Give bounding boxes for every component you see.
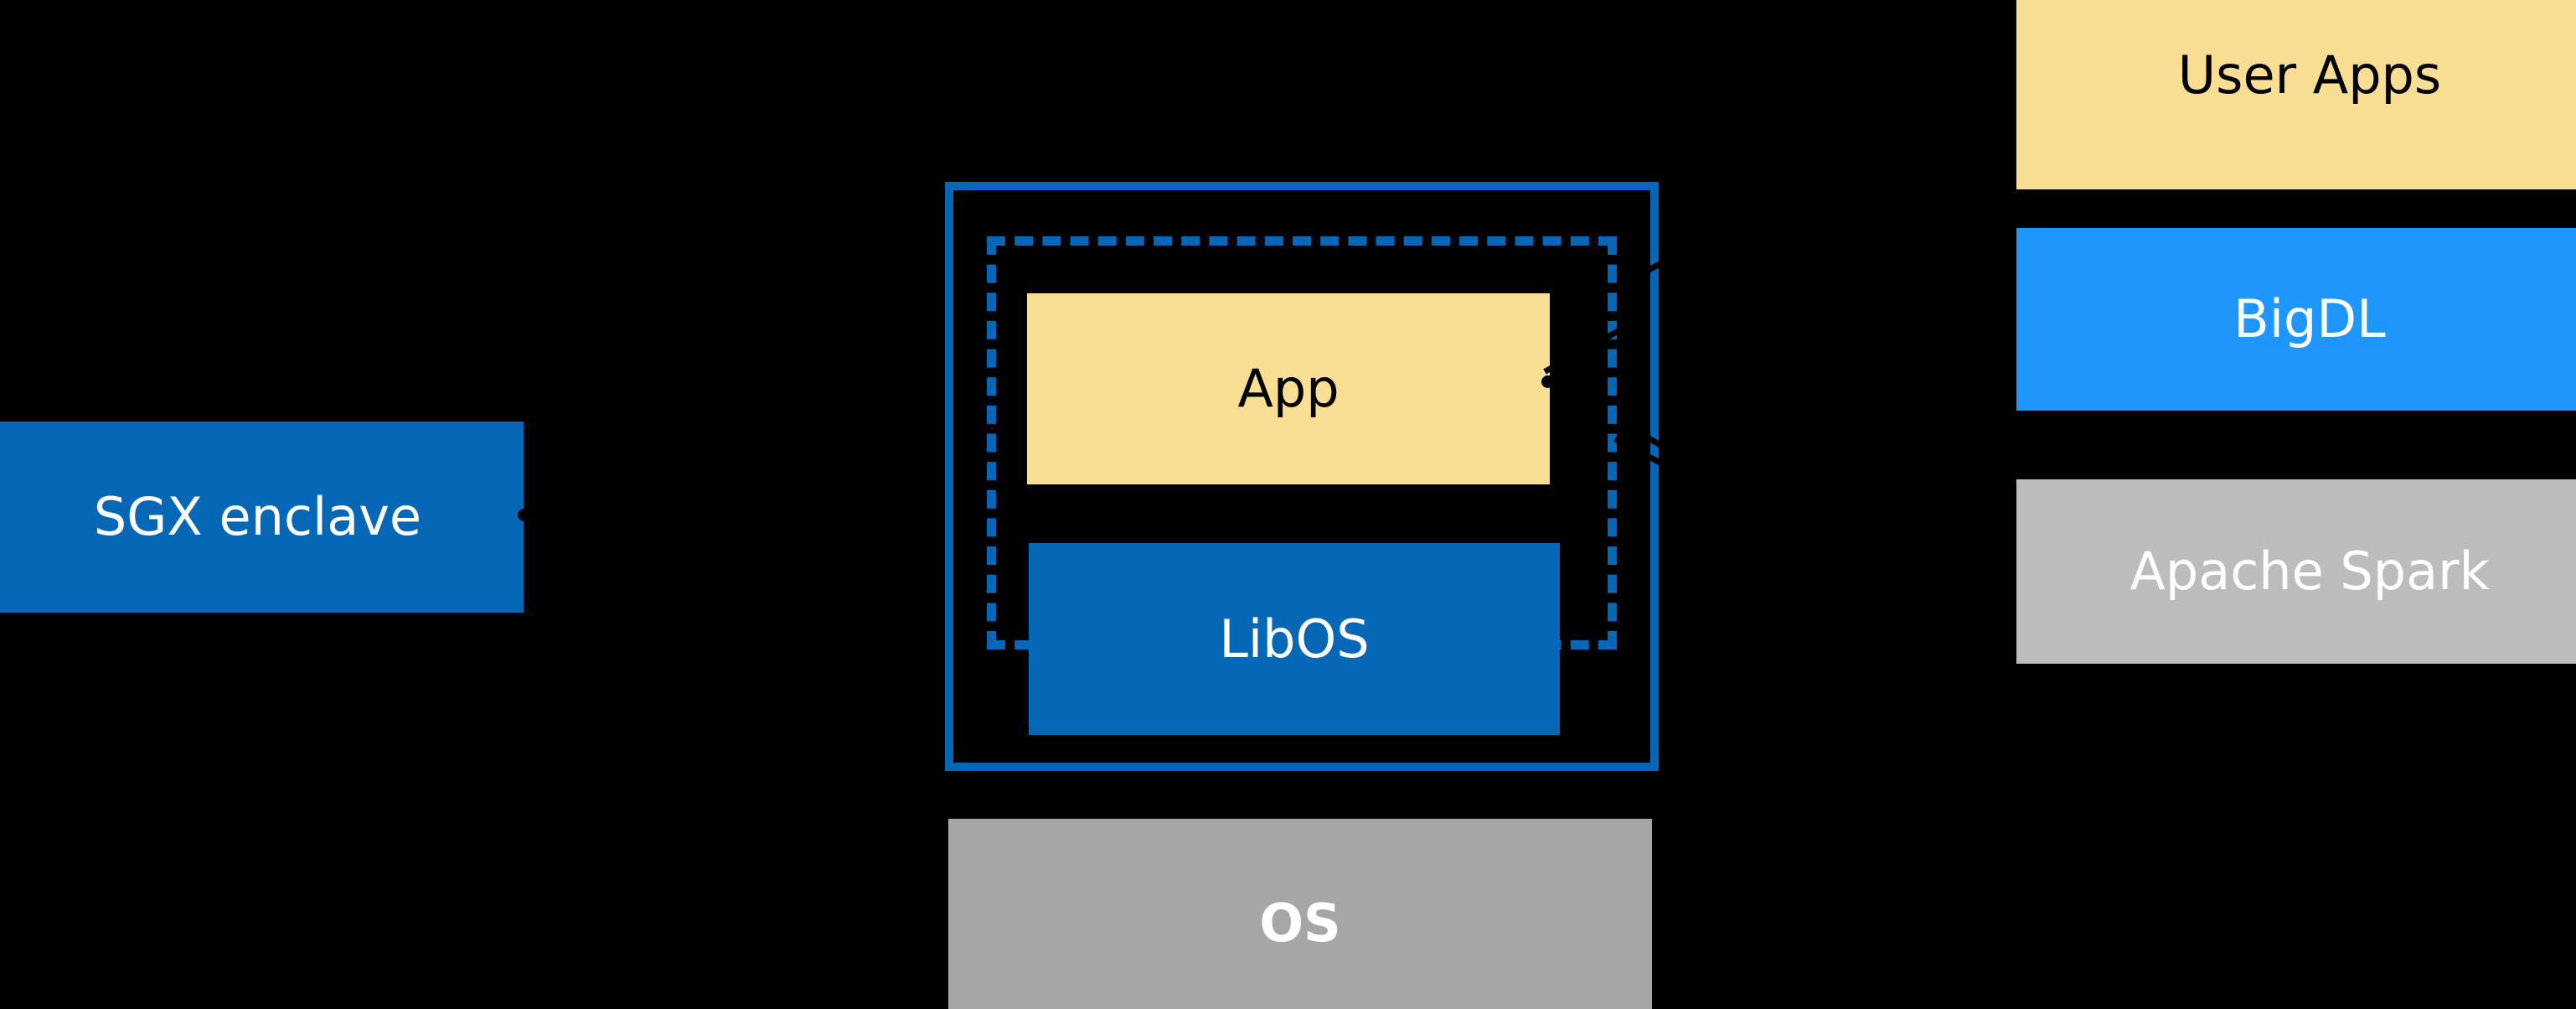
libos-label: LibOS <box>1219 608 1370 670</box>
app-box: App <box>1027 293 1550 484</box>
outer-enclave-boundary <box>945 182 1659 771</box>
sgx-connector-endpoint-dot <box>518 509 530 521</box>
app-label: App <box>1237 358 1340 420</box>
os-label: OS <box>1259 893 1341 955</box>
sgx-enclave-label: SGX enclave <box>93 486 422 548</box>
user-apps-box: User Apps <box>2016 0 2576 189</box>
apache-spark-label: Apache Spark <box>2129 541 2490 603</box>
bigdl-label: BigDL <box>2233 288 2386 350</box>
os-box: OS <box>948 819 1652 1009</box>
libos-box: LibOS <box>1029 543 1560 735</box>
user-apps-label: User Apps <box>2177 44 2442 106</box>
apache-spark-box: Apache Spark <box>2016 479 2576 664</box>
sgx-enclave-box: SGX enclave <box>0 422 524 613</box>
bigdl-box: BigDL <box>2016 228 2576 411</box>
app-connector-endpoint-dot <box>1541 375 1554 388</box>
